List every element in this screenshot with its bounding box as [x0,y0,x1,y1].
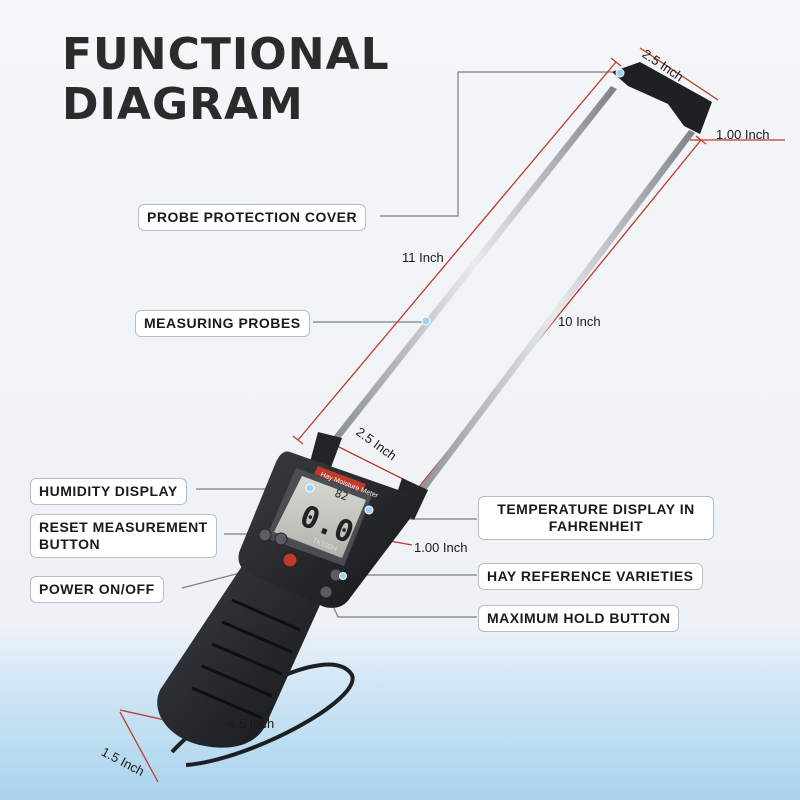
temp-marker-dot [364,505,374,515]
title-line-1: FUNCTIONAL [62,29,390,80]
diagram-title: FUNCTIONAL DIAGRAM [62,30,390,130]
hay-marker-dot [339,572,347,580]
dim-head-depth: 1.00 Inch [414,540,468,555]
dim-line-11in [297,61,617,441]
dim-line-handle-width [119,711,159,783]
temp-reading: 82 [333,487,350,504]
leader-probe-cover [380,71,620,217]
callout-temp-line-1: TEMPERATURE DISPLAY IN [497,501,695,517]
power-button [282,552,298,568]
dim-probe-outer: 11 Inch [402,250,444,265]
grip-handle [157,560,324,748]
measuring-probes [333,86,695,498]
title-line-2: DIAGRAM [62,79,304,130]
callout-reset-button: RESET MEASUREMENT BUTTON [30,514,217,558]
dim-line-cover-width [639,47,719,101]
adjust-button [274,532,288,546]
hold-button [319,585,333,599]
reset-button [258,528,272,542]
probe-marker-dot [421,316,431,326]
brand-band [314,466,366,492]
humidity-marker-dot [305,483,315,493]
probe-protection-cover [612,62,712,134]
callout-temp-line-2: FAHRENHEIT [548,518,644,534]
callout-reset-line-1: RESET MEASUREMENT [39,519,208,535]
callout-reset-line-2: BUTTON [39,536,101,552]
callout-power-on-off: POWER ON/OFF [30,576,164,603]
dim-cover-depth: 1.00 Inch [716,127,770,142]
callout-hay-reference-varieties: HAY REFERENCE VARIETIES [478,563,703,590]
dim-probe-inner: 10 Inch [558,314,601,329]
callout-temperature-display: TEMPERATURE DISPLAY IN FAHRENHEIT [478,496,714,540]
callout-maximum-hold-button: MAXIMUM HOLD BUTTON [478,605,680,632]
lcd-screen [274,476,366,558]
probe-collar-left [310,432,342,470]
cover-marker-dot [615,68,625,78]
callout-humidity-display: HUMIDITY DISPLAY [30,478,187,505]
callout-probe-protection-cover: PROBE PROTECTION COVER [138,204,367,231]
callout-measuring-probes: MEASURING PROBES [135,310,310,337]
grip-ridges [191,598,301,720]
dim-handle-length: 4.5 Inch [228,716,275,731]
